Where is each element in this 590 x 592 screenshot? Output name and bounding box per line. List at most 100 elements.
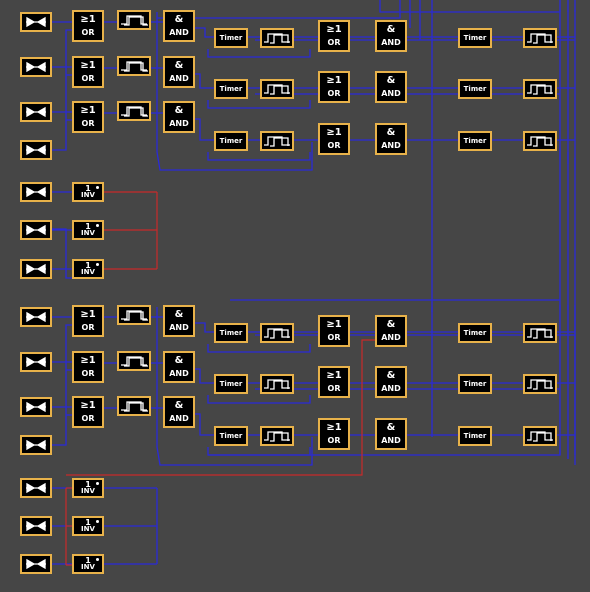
timer-block-15[interactable]: Timer [214, 131, 248, 151]
signal-wire [195, 322, 214, 333]
and-gate-label: AND [169, 369, 189, 378]
signal-wire [52, 29, 72, 151]
pulse-block-38[interactable] [117, 305, 151, 325]
timer-block-25[interactable]: Timer [458, 28, 492, 48]
io-block-72[interactable] [20, 554, 52, 574]
and-gate-53[interactable]: &AND [375, 315, 407, 347]
timer-label: Timer [219, 432, 243, 440]
timer-block-57[interactable]: Timer [458, 374, 492, 394]
inv-gate-symbol: 1 [85, 480, 91, 489]
timer-block-46[interactable]: Timer [214, 426, 248, 446]
or-gate-symbol: ≥1 [326, 422, 342, 433]
and-gate-symbol: & [174, 60, 184, 71]
or-gate-label: OR [81, 28, 95, 37]
io-block-70[interactable] [20, 516, 52, 536]
on-delay-block-17[interactable] [260, 79, 294, 99]
timer-block-58[interactable]: Timer [458, 426, 492, 446]
signal-wire [195, 118, 214, 141]
pulse-block-7[interactable] [117, 10, 151, 30]
or-gate-label: OR [81, 323, 95, 332]
io-block-64[interactable] [20, 220, 52, 240]
input-output-arrows-icon [26, 186, 46, 198]
or-gate-symbol: ≥1 [326, 75, 342, 86]
on-delay-block-48[interactable] [260, 374, 294, 394]
timer-block-13[interactable]: Timer [214, 28, 248, 48]
and-gate-symbol: & [174, 309, 184, 320]
inv-gate-symbol: 1 [85, 222, 91, 231]
pulse-waveform-icon [121, 15, 148, 26]
on-delay-block-28[interactable] [523, 28, 557, 48]
timer-block-26[interactable]: Timer [458, 79, 492, 99]
and-gate-11[interactable]: &AND [163, 56, 195, 88]
and-gate-42[interactable]: &AND [163, 351, 195, 383]
timer-block-27[interactable]: Timer [458, 131, 492, 151]
and-gate-12[interactable]: &AND [163, 101, 195, 133]
signal-wire [195, 368, 214, 384]
on-delay-waveform-icon [527, 328, 553, 339]
and-gate-24[interactable]: &AND [375, 123, 407, 155]
io-block-32[interactable] [20, 352, 52, 372]
input-output-arrows-icon [26, 558, 46, 570]
io-block-68[interactable] [20, 478, 52, 498]
pulse-waveform-icon [121, 106, 148, 117]
or-gate-symbol: ≥1 [80, 400, 96, 411]
pulse-block-40[interactable] [117, 396, 151, 416]
on-delay-block-49[interactable] [260, 426, 294, 446]
io-block-3[interactable] [20, 140, 52, 160]
and-gate-55[interactable]: &AND [375, 418, 407, 450]
and-gate-43[interactable]: &AND [163, 396, 195, 428]
pulse-block-39[interactable] [117, 351, 151, 371]
and-gate-label: AND [169, 28, 189, 37]
timer-block-56[interactable]: Timer [458, 323, 492, 343]
pulse-block-9[interactable] [117, 101, 151, 121]
io-block-31[interactable] [20, 307, 52, 327]
on-delay-block-29[interactable] [523, 79, 557, 99]
and-gate-41[interactable]: & AND [163, 305, 195, 337]
io-block-1[interactable] [20, 57, 52, 77]
or-gate-label: OR [81, 369, 95, 378]
timer-block-45[interactable]: Timer [214, 374, 248, 394]
input-output-arrows-icon [26, 224, 46, 236]
on-delay-block-59[interactable] [523, 323, 557, 343]
timer-block-14[interactable]: Timer [214, 79, 248, 99]
on-delay-block-61[interactable] [523, 426, 557, 446]
and-gate-10[interactable]: &AND [163, 10, 195, 42]
and-gate-23[interactable]: &AND [375, 71, 407, 103]
signal-wire [207, 100, 311, 109]
io-block-33[interactable] [20, 397, 52, 417]
and-gate-label: AND [169, 323, 189, 332]
on-delay-block-47[interactable] [260, 323, 294, 343]
io-block-2[interactable] [20, 102, 52, 122]
pulse-block-8[interactable] [117, 56, 151, 76]
on-delay-block-16[interactable] [260, 28, 294, 48]
io-block-62[interactable] [20, 182, 52, 202]
and-gate-54[interactable]: &AND [375, 366, 407, 398]
and-gate-22[interactable]: &AND [375, 20, 407, 52]
or-gate-symbol: ≥1 [80, 60, 96, 71]
io-block-34[interactable] [20, 435, 52, 455]
on-delay-block-30[interactable] [523, 131, 557, 151]
on-delay-block-18[interactable] [260, 131, 294, 151]
io-block-0[interactable] [20, 12, 52, 32]
timer-block-44[interactable]: Timer [214, 323, 248, 343]
on-delay-block-60[interactable] [523, 374, 557, 394]
io-block-66[interactable] [20, 259, 52, 279]
